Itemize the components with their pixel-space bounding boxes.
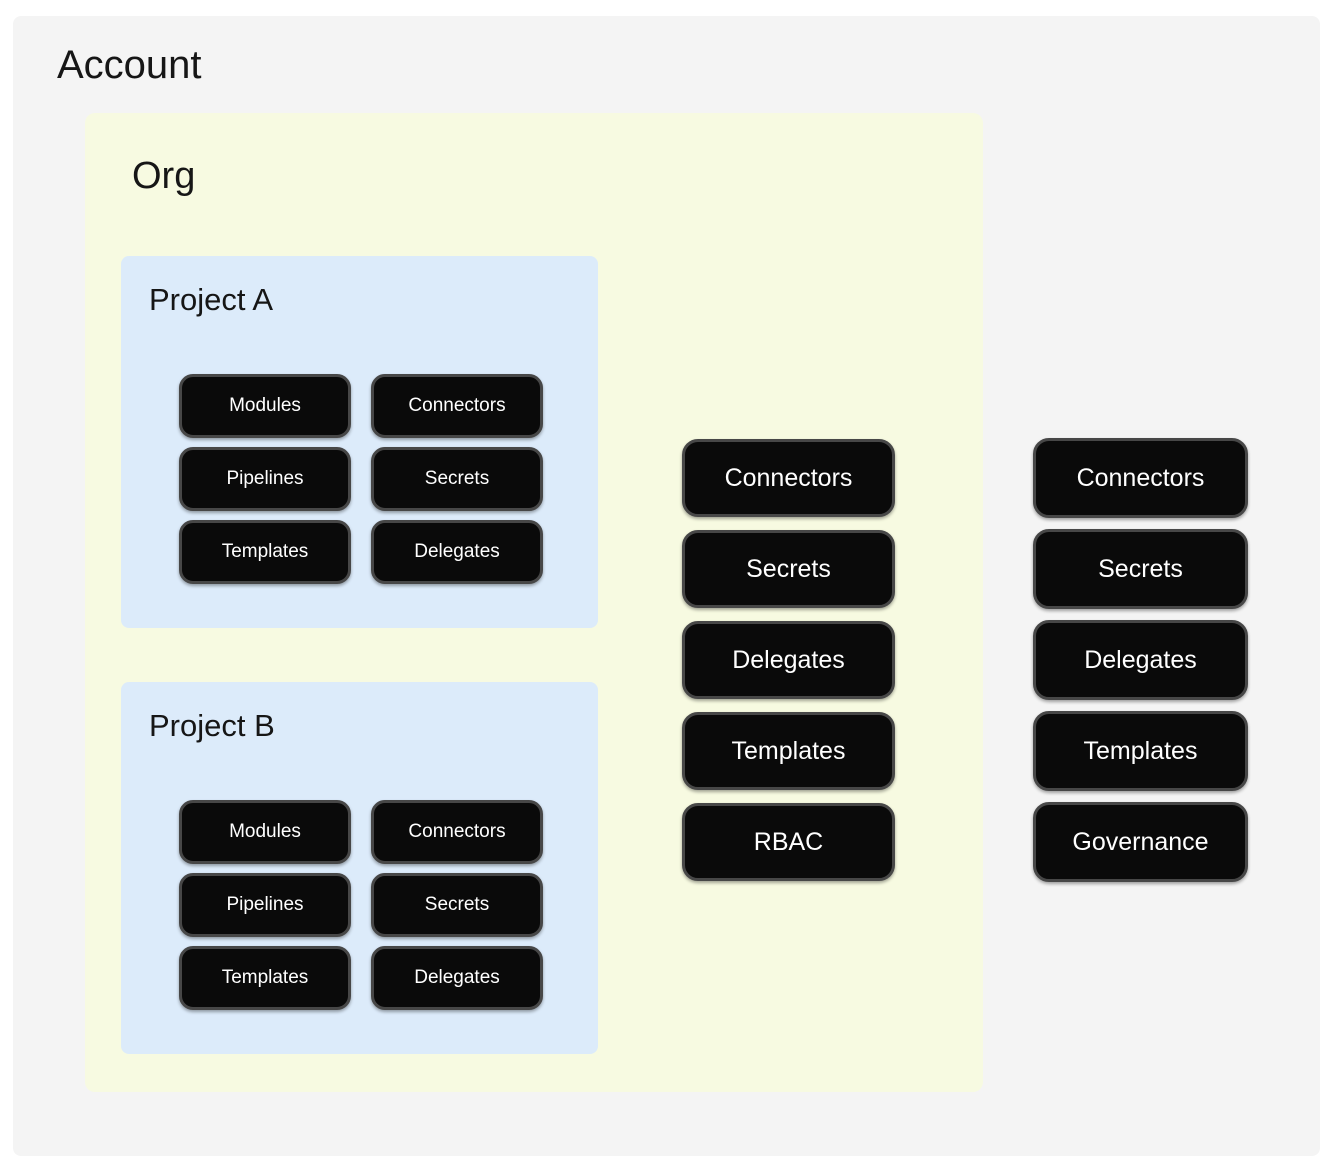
pill-templates: Templates bbox=[179, 520, 351, 584]
pill-secrets: Secrets bbox=[371, 873, 543, 937]
pill-connectors: Connectors bbox=[371, 800, 543, 864]
project-b-container: Project B Modules Connectors Pipelines S… bbox=[121, 682, 598, 1054]
project-b-title: Project B bbox=[149, 708, 275, 743]
pill-secrets: Secrets bbox=[1033, 529, 1248, 609]
pill-templates: Templates bbox=[1033, 711, 1248, 791]
pill-templates: Templates bbox=[682, 712, 895, 790]
org-resources: Connectors Secrets Delegates Templates R… bbox=[682, 439, 895, 881]
pill-rbac: RBAC bbox=[682, 803, 895, 881]
pill-connectors: Connectors bbox=[1033, 438, 1248, 518]
account-resources: Connectors Secrets Delegates Templates G… bbox=[1033, 438, 1248, 882]
pill-secrets: Secrets bbox=[371, 447, 543, 511]
pill-delegates: Delegates bbox=[682, 621, 895, 699]
project-b-resources: Modules Connectors Pipelines Secrets Tem… bbox=[179, 800, 543, 1010]
pill-delegates: Delegates bbox=[1033, 620, 1248, 700]
pill-delegates: Delegates bbox=[371, 520, 543, 584]
project-a-title: Project A bbox=[149, 282, 274, 317]
pill-governance: Governance bbox=[1033, 802, 1248, 882]
project-a-container: Project A Modules Connectors Pipelines S… bbox=[121, 256, 598, 628]
pill-secrets: Secrets bbox=[682, 530, 895, 608]
pill-pipelines: Pipelines bbox=[179, 447, 351, 511]
org-title: Org bbox=[132, 155, 196, 197]
pill-connectors: Connectors bbox=[682, 439, 895, 517]
pill-pipelines: Pipelines bbox=[179, 873, 351, 937]
account-container: Account Org Project A Modules Connectors… bbox=[13, 16, 1320, 1156]
pill-connectors: Connectors bbox=[371, 374, 543, 438]
pill-modules: Modules bbox=[179, 800, 351, 864]
pill-delegates: Delegates bbox=[371, 946, 543, 1010]
project-a-resources: Modules Connectors Pipelines Secrets Tem… bbox=[179, 374, 543, 584]
account-title: Account bbox=[57, 43, 202, 87]
pill-templates: Templates bbox=[179, 946, 351, 1010]
org-container: Org Project A Modules Connectors Pipelin… bbox=[85, 113, 983, 1092]
pill-modules: Modules bbox=[179, 374, 351, 438]
